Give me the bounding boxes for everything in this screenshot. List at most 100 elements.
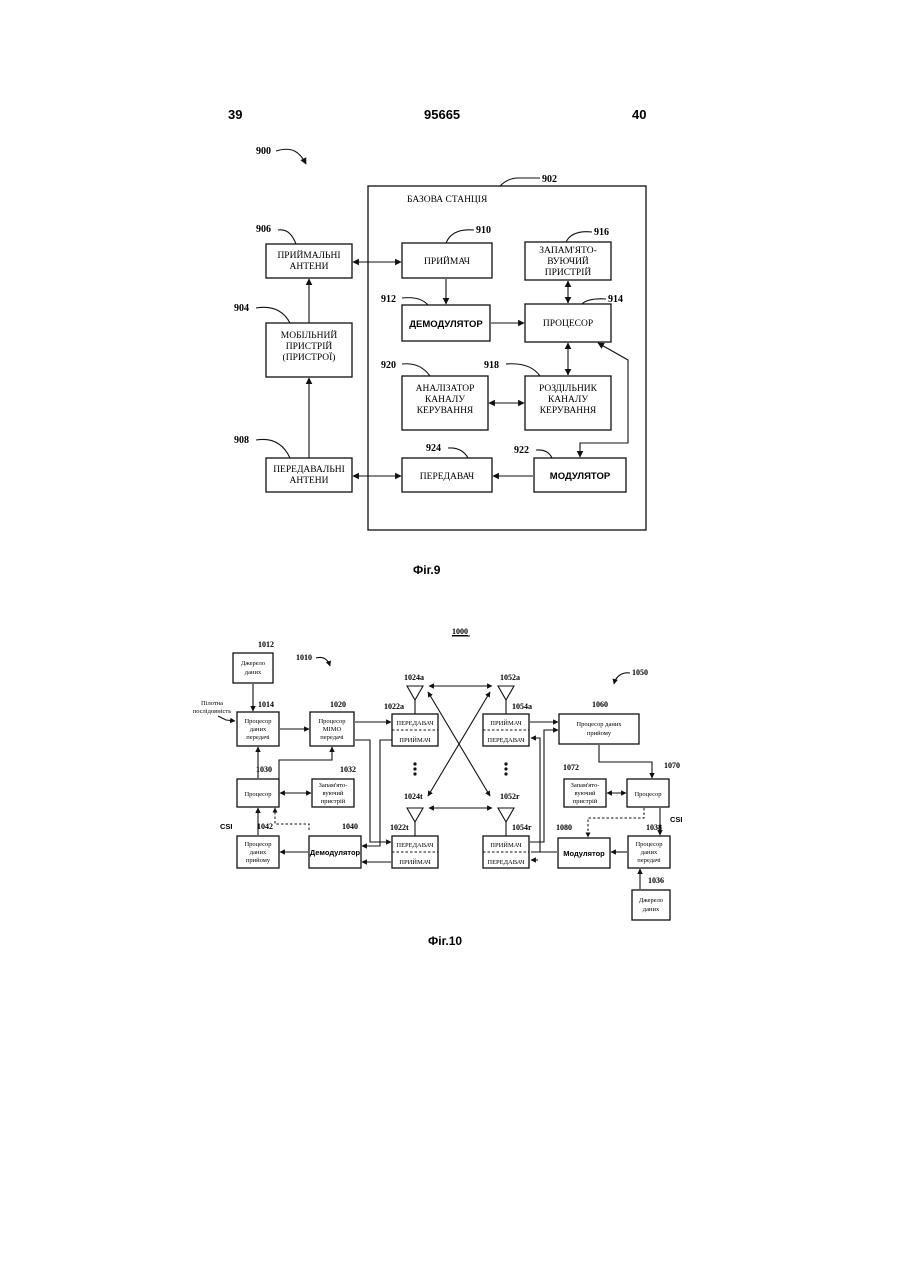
data-source-left-box [233,653,273,683]
arrow-mimo-to-1022t [355,740,391,842]
memory-left-label-2: вуючий [323,790,344,797]
ref-1036: 1036 [648,876,664,885]
ref-902: 902 [542,174,557,185]
ref-916-leader [566,232,592,242]
ref-918-leader [506,364,540,376]
data-source-right-label-2: даних [643,906,660,913]
pilot-sequence-label-2: послідовність [193,708,231,715]
ref-904-leader [256,307,290,323]
ref-1000: 1000 [452,627,468,636]
antenna-1024a-icon [407,686,423,700]
base-station-title: БАЗОВА СТАНЦІЯ [407,195,488,205]
rx-data-processor-right-label-1: Процесор даних [576,721,622,728]
mobile-device-label-2: ПРИСТРІЙ [286,340,333,352]
ellipsis-dot-left-3 [413,772,416,775]
memory-right-label-3: пристрій [573,798,598,805]
csi-label-right: CSI [670,815,683,824]
ref-1032: 1032 [340,765,356,774]
ref-914: 914 [608,294,623,305]
ref-1050: 1050 [632,668,648,677]
ref-922: 922 [514,445,529,456]
ref-1070: 1070 [664,761,680,770]
tx-data-processor-left-label-2: даних [250,726,267,733]
patent-number: 95665 [424,107,460,122]
tx-data-processor-right-label-1: Процесор [635,841,662,848]
ellipsis-dot-right-1 [504,762,507,765]
ref-1020: 1020 [330,700,346,709]
rx-data-processor-left-label-1: Процесор [244,841,271,848]
ref-1054r: 1054r [512,823,532,832]
memory-left-label-3: пристрій [321,798,346,805]
mobile-device-label-1: МОБІЛЬНИЙ [281,329,338,341]
transceiver-1054r-rx-label: ПРИЙМАЧ [490,841,522,849]
arrow-modulator-to-1054a [531,738,540,852]
mimo-processor-label-3: передачі [320,734,344,741]
mimo-processor-label-1: Процесор [318,718,345,725]
ref-1010-arrow [316,657,330,666]
ref-1072: 1072 [563,763,579,772]
processor-label: ПРОЦЕСОР [543,319,593,329]
ref-900: 900 [256,146,271,157]
ref-1042: 1042 [257,822,273,831]
ref-1024t: 1024t [404,792,423,801]
transceiver-1022t-rx-label: ПРИЙМАЧ [399,858,431,866]
processor-left-label: Процесор [244,791,271,798]
arrow-processor-to-mimo [279,747,332,779]
modulator-label: МОДУЛЯТОР [550,471,611,482]
transceiver-1022t-tx-label: ПЕРЕДАВАЧ [396,842,434,849]
ref-910-leader [446,230,474,243]
ref-904: 904 [234,303,249,314]
ref-1024a: 1024a [404,673,424,682]
ellipsis-dot-right-3 [504,772,507,775]
analyzer-label-1: АНАЛІЗАТОР [416,384,475,394]
tx-antennas-box [266,458,352,492]
demodulator-left-label: Демодулятор [310,848,361,857]
ref-1052r: 1052r [500,792,520,801]
arrow-1054r-to-rx-processor [530,730,558,842]
ref-914-leader [582,299,606,304]
transceiver-1054r-tx-label: ПЕРЕДАВАЧ [487,859,525,866]
ref-916: 916 [594,227,609,238]
figure-10: 1000 1010 1050 Джерело даних 1012 Пілотн… [193,627,683,948]
ref-1054a: 1054a [512,702,532,711]
ref-1050-arrow [614,673,630,684]
ref-912: 912 [381,294,396,305]
memory-left-label-1: Запам'ято- [319,782,348,789]
ref-906-leader [278,230,296,244]
transceiver-1054a-rx-label: ПРИЙМАЧ [490,719,522,727]
antenna-1052a-icon [498,686,514,700]
tx-data-processor-left-label-1: Процесор [244,718,271,725]
memory-label-3: ПРИСТРІЙ [545,266,592,278]
antenna-1052r-icon [498,808,514,822]
separator-label-1: РОЗДІЛЬНИК [539,384,598,394]
transceiver-1054a-tx-label: ПЕРЕДАВАЧ [487,737,525,744]
data-source-right-box [632,890,670,920]
page-number-left: 39 [228,107,242,122]
ref-922-leader [536,450,552,458]
demodulator-label: ДЕМОДУЛЯТОР [409,319,483,330]
modulator-right-label: Модулятор [563,849,605,858]
data-source-left-label-2: даних [245,669,262,676]
ref-1022a: 1022a [384,702,404,711]
antenna-1024t-icon [407,808,423,822]
tx-data-processor-right-label-3: передачі [637,857,661,864]
ref-1022t: 1022t [390,823,409,832]
ellipsis-dot-right-2 [504,767,507,770]
dashed-demod-to-processor-left [275,808,309,830]
tx-antennas-label-1: ПЕРЕДАВАЛЬНІ [273,465,345,475]
rx-antennas-label-2: АНТЕНИ [289,262,328,272]
rx-antennas-box [266,244,352,278]
rx-antennas-label-1: ПРИЙМАЛЬНІ [277,249,340,261]
ref-908: 908 [234,435,249,446]
data-source-left-label-1: Джерело [241,660,265,667]
transceiver-1022a-rx-label: ПРИЙМАЧ [399,736,431,744]
arrow-pilot-to-tx-processor [218,716,235,721]
memory-label-2: ВУЮЧИЙ [547,255,589,267]
arrow-1022a-to-demod [362,740,392,846]
ref-1010: 1010 [296,653,312,662]
ref-1060: 1060 [592,700,608,709]
page-number-right: 40 [632,107,646,122]
memory-right-label-1: Запам'ято- [571,782,600,789]
ref-1040: 1040 [342,822,358,831]
mimo-processor-label-2: MIMO [323,726,342,733]
